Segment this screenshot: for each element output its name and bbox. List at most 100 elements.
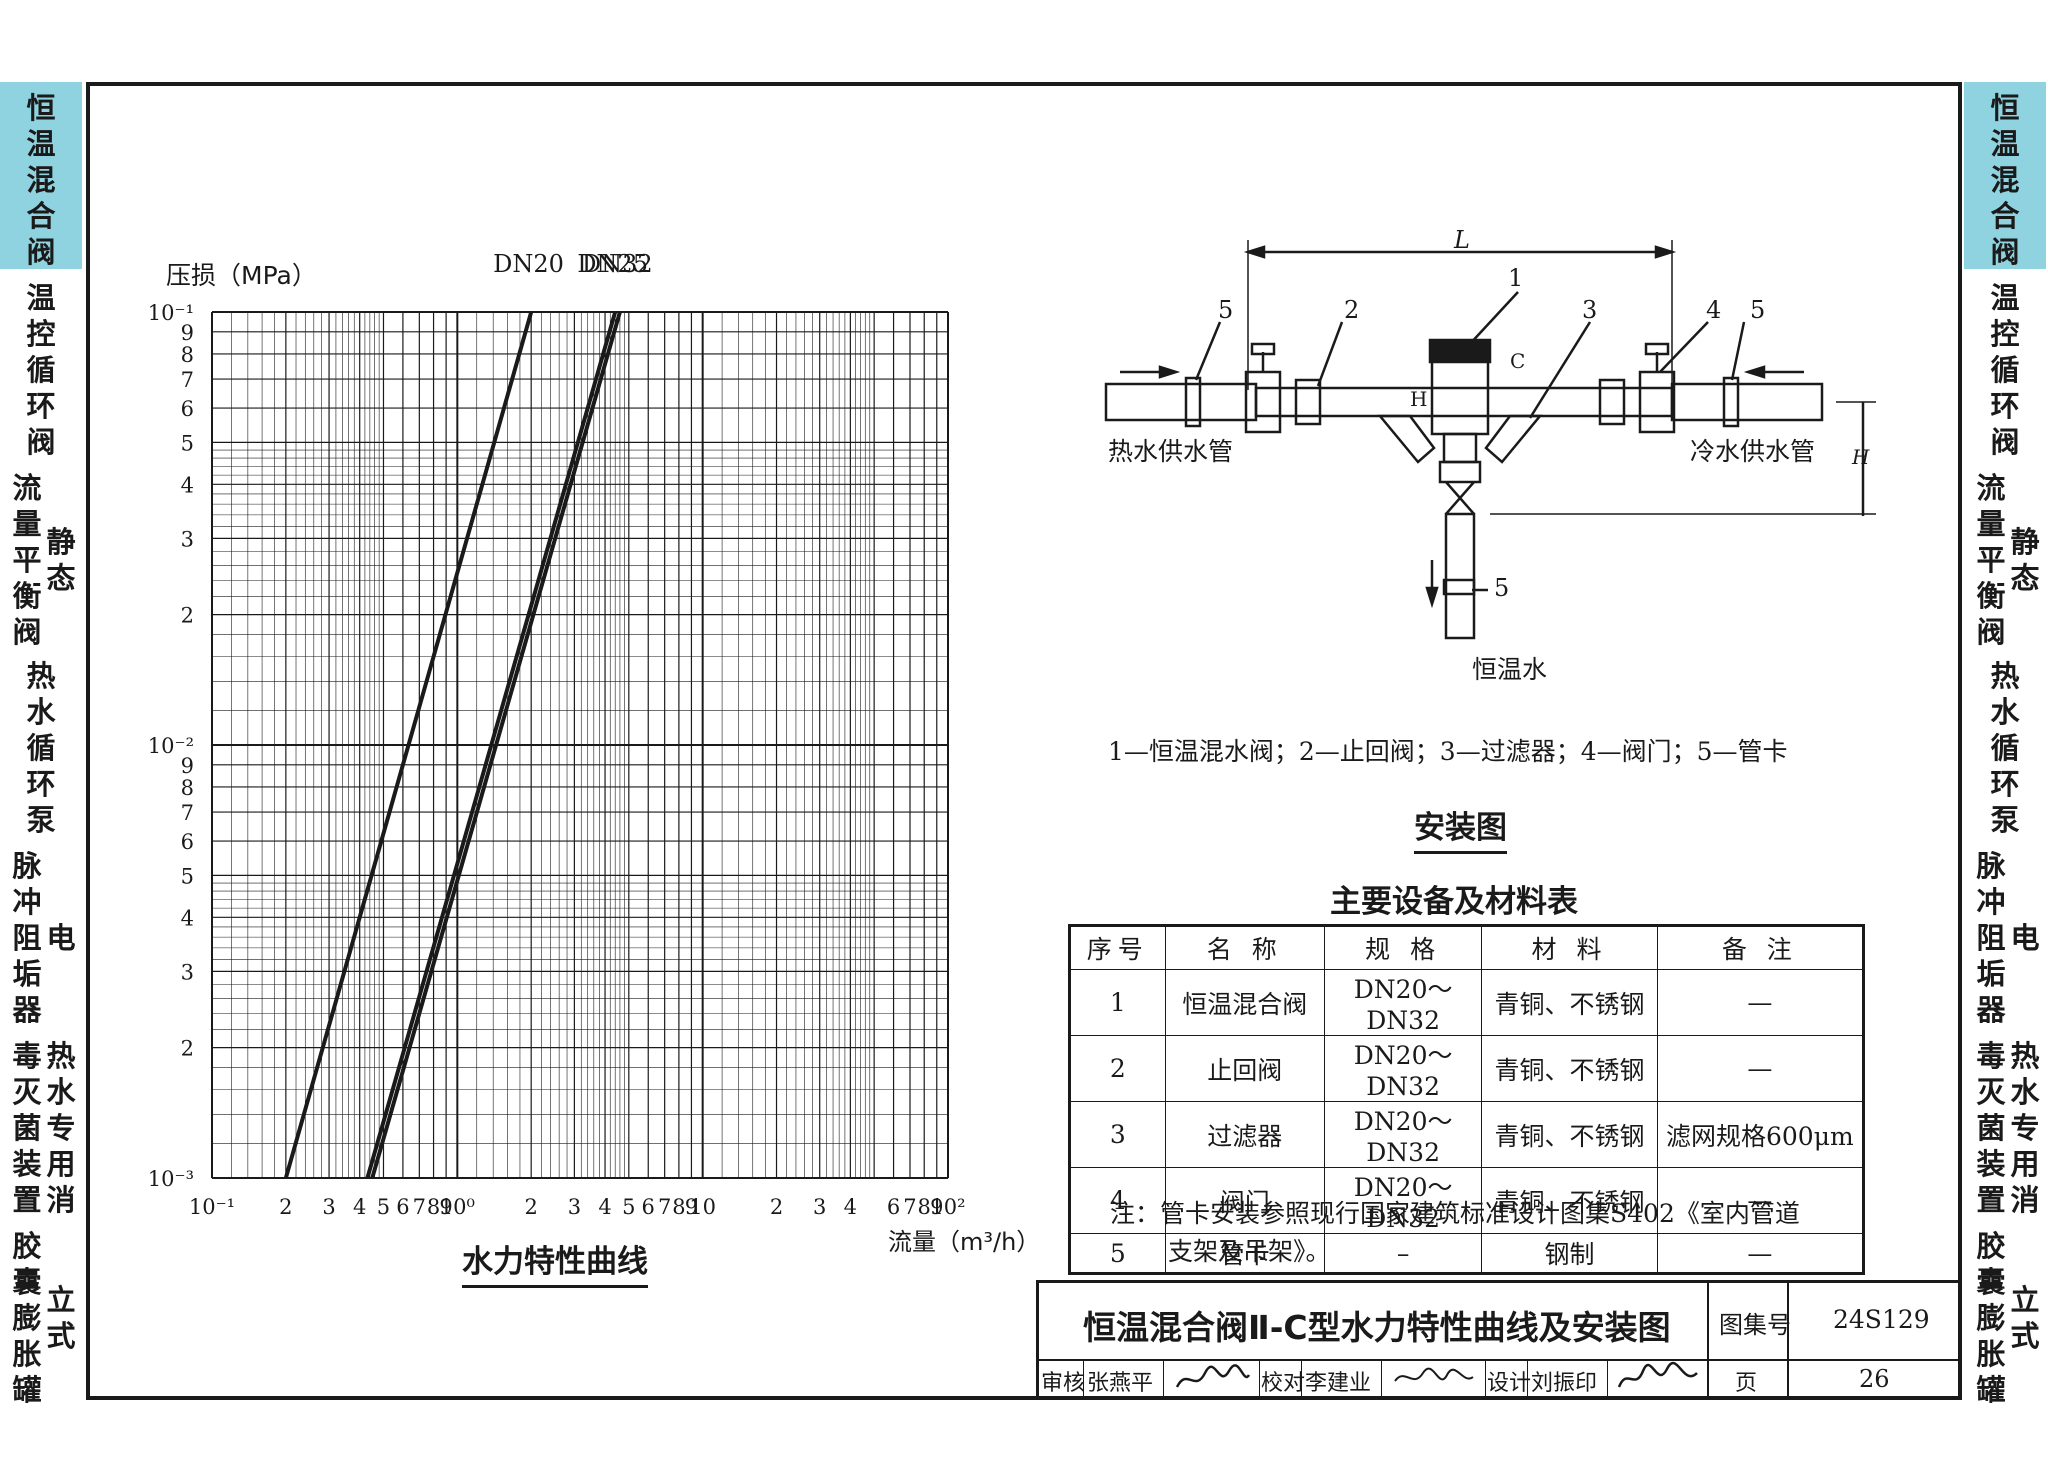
sidebar-item-3[interactable]: 流 量 平 衡 阀静 态	[0, 462, 82, 650]
design-label: 设计	[1487, 1371, 1532, 1396]
strainer-left	[1377, 414, 1436, 464]
review-label: 审核	[1041, 1371, 1086, 1396]
table-cell: 2	[1069, 1035, 1166, 1102]
table-cell: DN20～DN32	[1323, 969, 1483, 1036]
page-number: 26	[1859, 1365, 1890, 1393]
cold-supply-pipe	[1670, 382, 1824, 422]
sidebar-item-4[interactable]: 热 水 循 环 泵	[0, 650, 82, 840]
y-tick-label: 8	[181, 776, 194, 800]
sidebar-item-label: 毒 灭 菌 装 置	[1976, 1039, 2006, 1217]
callout-5-right: 5	[1750, 296, 1765, 324]
table-cell: 管卡	[1164, 1233, 1325, 1274]
sidebar-item-6[interactable]: 毒 灭 菌 装 置热 水 专 用 消	[1964, 1030, 2046, 1220]
sidebar-item-7[interactable]: 胶 囊 膨 胀 罐立 式	[0, 1220, 82, 1407]
table-cell: 5	[1069, 1233, 1166, 1274]
x-tick-label: 9	[930, 1195, 943, 1219]
callout-3: 3	[1582, 296, 1597, 324]
callout-4: 4	[1706, 296, 1721, 324]
sidebar-item-2[interactable]: 温 控 循 环 阀	[1964, 272, 2046, 462]
table-cell: 4	[1069, 1167, 1166, 1234]
sidebar-item-label: 胶 囊 膨 胀 罐	[12, 1229, 42, 1407]
pipe-clamp-bottom	[1442, 578, 1476, 596]
table-header: 规 格	[1323, 925, 1483, 970]
check-label: 校对	[1261, 1371, 1306, 1396]
x-tick-label: 10⁰	[440, 1195, 475, 1219]
x-tick-label: 10⁻¹	[189, 1195, 235, 1219]
table-cell: 青铜、不锈钢	[1481, 1101, 1658, 1168]
x-tick-label: 6	[396, 1195, 409, 1219]
sidebar-item-label: 流 量 平 衡 阀	[1976, 471, 2006, 649]
gate-valve-right	[1638, 370, 1676, 434]
note-line-2: 支架及吊架》。	[1168, 1237, 1331, 1266]
callout-1: 1	[1508, 264, 1523, 292]
sidebar-item-label: 电	[46, 921, 76, 955]
drawing-title: 恒温混合阀Ⅱ-C型水力特性曲线及安装图	[1083, 1308, 1671, 1347]
table-header: 序号	[1069, 925, 1166, 970]
table-row: 2 止回阀 DN20～DN32 青铜、不锈钢 —	[1069, 1035, 1865, 1102]
chart-ylabel: 压损（MPa）	[166, 261, 317, 290]
sidebar-item-3[interactable]: 流 量 平 衡 阀静 态	[1964, 462, 2046, 650]
sidebar-item-label: 温 控 循 环 阀	[26, 281, 56, 459]
x-tick-label: 5	[377, 1195, 390, 1219]
table-cell: DN20～DN32	[1323, 1035, 1483, 1102]
table-row: 3 过滤器 DN20～DN32 青铜、不锈钢 滤网规格600μm	[1069, 1101, 1865, 1168]
x-tick-label: 9	[439, 1195, 452, 1219]
hot-pipe-label: 热水供水管	[1108, 437, 1234, 466]
table-header-row: 序号 名 称 规 格 材 料 备 注	[1069, 925, 1865, 970]
table-title: 主要设备及材料表	[1330, 884, 1578, 920]
sidebar-item-label: 恒 温 混 合 阀	[1990, 91, 2020, 269]
x-tick-label: 9	[685, 1195, 698, 1219]
callout-5-bottom: 5	[1494, 574, 1509, 602]
reviewer-name: 张燕平	[1087, 1371, 1154, 1396]
y-tick-label: 8	[181, 343, 194, 367]
dim-L-label: L	[1453, 226, 1470, 254]
x-tick-label: 4	[353, 1195, 366, 1219]
table-cell: DN20～DN32	[1323, 1167, 1483, 1234]
table-cell: —	[1656, 969, 1865, 1036]
sidebar-item-5[interactable]: 脉 冲 阻 垢 器电	[0, 840, 82, 1030]
right-sidebar: 恒 温 混 合 阀温 控 循 环 阀流 量 平 衡 阀静 态热 水 循 环 泵脉…	[1964, 82, 2046, 1407]
sidebar-item-label: 脉 冲 阻 垢 器	[1976, 849, 2006, 1027]
sidebar-item-label: 立 式	[2010, 1283, 2040, 1353]
y-tick-label: 2	[181, 604, 194, 628]
pipe-clamp-right	[1722, 376, 1740, 428]
sidebar-item-1[interactable]: 恒 温 混 合 阀	[0, 82, 82, 272]
table-cell: 青铜、不锈钢	[1481, 1035, 1658, 1102]
table-cell: 3	[1069, 1101, 1166, 1168]
table-row: 4 阀门 DN20～DN32 青铜、不锈钢 —	[1069, 1167, 1865, 1234]
x-tick-label: 2	[770, 1195, 783, 1219]
table-header: 材 料	[1481, 925, 1658, 970]
table-cell: 止回阀	[1164, 1035, 1325, 1102]
callout-2: 2	[1344, 296, 1359, 324]
y-tick-label: 3	[181, 527, 194, 551]
sidebar-item-label: 脉 冲 阻 垢 器	[12, 849, 42, 1027]
sidebar-item-4[interactable]: 热 水 循 环 泵	[1964, 650, 2046, 840]
sidebar-item-label: 静 态	[2010, 525, 2040, 595]
chart-title: 水力特性曲线	[462, 1236, 648, 1288]
table-cell: 青铜、不锈钢	[1481, 969, 1658, 1036]
y-tick-label: 10⁻²	[150, 734, 194, 758]
x-tick-label: 4	[844, 1195, 857, 1219]
mark-C: C	[1510, 349, 1525, 373]
sidebar-item-5[interactable]: 脉 冲 阻 垢 器电	[1964, 840, 2046, 1030]
x-tick-label: 3	[813, 1195, 826, 1219]
strainer-right	[1484, 414, 1543, 464]
table-cell: 钢制	[1481, 1233, 1658, 1274]
atlas-label: 图集号	[1719, 1311, 1791, 1339]
table-row: 5 管卡 – 钢制 —	[1069, 1233, 1865, 1274]
sidebar-item-6[interactable]: 毒 灭 菌 装 置热 水 专 用 消	[0, 1030, 82, 1220]
sidebar-item-7[interactable]: 胶 囊 膨 胀 罐立 式	[1964, 1220, 2046, 1407]
y-tick-label: 9	[181, 754, 194, 778]
pipe-clamp-left	[1184, 376, 1202, 428]
mark-H: H	[1410, 387, 1427, 411]
reviewer-signature	[1175, 1364, 1251, 1388]
check-valve-left	[1294, 378, 1322, 426]
sidebar-item-label: 电	[2010, 921, 2040, 955]
y-tick-label: 6	[181, 397, 194, 421]
sidebar-item-2[interactable]: 温 控 循 环 阀	[0, 272, 82, 462]
series-label-dn25: DN25	[577, 250, 648, 278]
sidebar-item-1[interactable]: 恒 温 混 合 阀	[1964, 82, 2046, 272]
left-sidebar: 恒 温 混 合 阀温 控 循 环 阀流 量 平 衡 阀静 态热 水 循 环 泵脉…	[0, 82, 82, 1407]
x-tick-label: 6	[887, 1195, 900, 1219]
x-tick-label: 3	[322, 1195, 335, 1219]
